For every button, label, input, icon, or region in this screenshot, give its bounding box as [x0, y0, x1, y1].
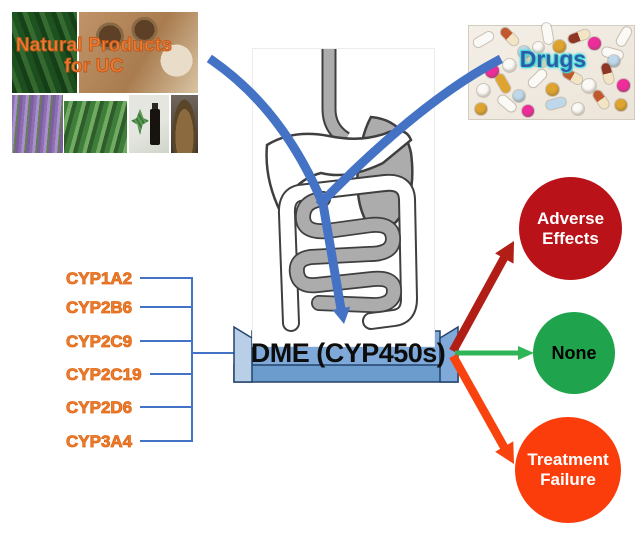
pill [477, 84, 490, 97]
enzyme-label-cyp1a2: CYP1A2 [66, 269, 133, 289]
dme-box-label: DME (CYP450s) [250, 338, 446, 368]
pill [518, 46, 530, 58]
failure-arrowhead [495, 441, 514, 464]
digestive-system-panel [252, 48, 435, 347]
pill [533, 42, 544, 53]
pill [615, 25, 633, 48]
pill [572, 103, 584, 115]
pill [546, 83, 559, 96]
pill [513, 90, 525, 102]
outcome-failure-line2: Failure [540, 470, 596, 489]
pill [522, 105, 534, 117]
turmeric-bowls-photo [79, 12, 198, 93]
pill [498, 25, 521, 48]
pill [608, 55, 620, 67]
oil-bottle-icon [150, 103, 160, 145]
small-intestine [290, 192, 401, 312]
digestive-tract-illustration [265, 49, 418, 332]
outcome-adverse-line2: Effects [542, 228, 599, 248]
hemp-leaf-icon [131, 109, 149, 135]
pill [494, 72, 512, 95]
pill [615, 99, 627, 111]
natural-products-label: Natural Products for UC [6, 35, 182, 77]
pill [553, 40, 566, 53]
outcome-circle-treatment-failure: Treatment Failure [515, 417, 621, 523]
none-arrowhead [518, 346, 534, 360]
pill [503, 59, 516, 72]
pill [545, 96, 567, 111]
lavender-photo [12, 95, 63, 153]
aloe-vera-photo [64, 101, 127, 153]
outcome-failure-line1: Treatment [527, 450, 609, 470]
natural-products-collage [12, 12, 198, 153]
hemp-oil-bottle-photo [129, 95, 169, 153]
outcome-adverse-line1: Adverse [536, 208, 605, 228]
pill [475, 103, 487, 115]
pill [472, 30, 495, 49]
natural-products-label-line1: Natural Products [15, 35, 173, 56]
esophagus [323, 49, 350, 144]
enzyme-label-cyp3a4: CYP3A4 [66, 432, 133, 452]
enzyme-label-cyp2b6: CYP2B6 [66, 298, 133, 318]
enzyme-label-cyp2d6: CYP2D6 [66, 398, 133, 418]
enzyme-label-cyp2c19: CYP2C19 [66, 365, 142, 385]
pill [591, 88, 611, 111]
outcome-circle-adverse-effects: Adverse Effects [519, 177, 622, 280]
outcome-none-label: None [551, 342, 597, 363]
pill [541, 22, 554, 45]
outcome-failure-label: Treatment Failure [527, 450, 608, 489]
enzyme-label-cyp2c9: CYP2C9 [66, 332, 133, 352]
pill [582, 79, 596, 93]
cannabis-leaves-photo [12, 12, 77, 93]
dme-box-left-wall [233, 325, 253, 383]
natural-products-label-line2: for UC [64, 55, 124, 77]
drugs-label: Drugs [519, 46, 587, 72]
pill [588, 37, 601, 50]
outcome-adverse-label: Adverse Effects [537, 209, 604, 248]
pill [617, 79, 630, 92]
adverse-arrowhead [495, 241, 514, 264]
singing-bowls-photo [171, 95, 198, 153]
outcome-circle-none: None [533, 312, 615, 394]
